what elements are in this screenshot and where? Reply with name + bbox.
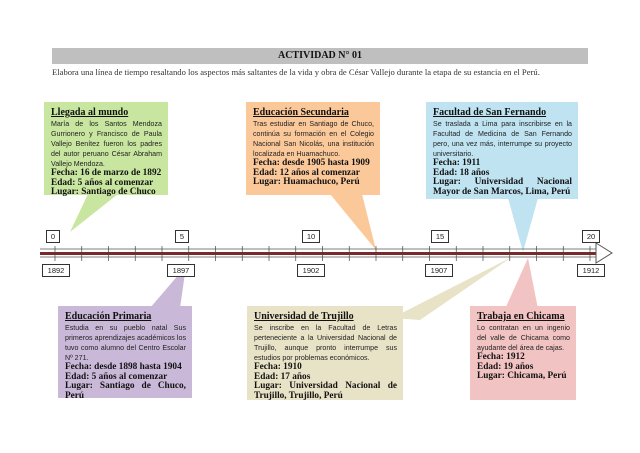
event-age: Edad: 18 años [433, 167, 490, 178]
callout-pointer-llegada [70, 194, 118, 232]
event-box-chicama: Trabaja en Chicama Lo contratan en un in… [470, 306, 576, 400]
event-description: Se inscribe en la Facultad de Letras per… [254, 324, 397, 362]
event-description: Estudia en su pueblo natal Sus primeros … [65, 324, 186, 362]
event-description: Tras estudiar en Santiago de Chuco, cont… [253, 120, 374, 158]
event-box-facultad: Facultad de San Fernando Se traslada a L… [426, 102, 578, 199]
event-box-trujillo: Universidad de Trujillo Se inscribe en l… [247, 306, 403, 401]
event-description: Se traslada a Lima para inscribirse en l… [433, 120, 572, 158]
bottom-tick-1892: 1892 [42, 264, 70, 277]
event-box-primaria: Educación Primaria Estudia en su pueblo … [58, 306, 192, 401]
callout-pointer-secundaria [330, 194, 376, 250]
event-place: Lugar: Huamachuco, Perú [253, 177, 360, 188]
event-age: Edad: 17 años [254, 371, 311, 382]
event-title: Universidad de Trujillo [254, 311, 354, 322]
event-date: Fecha: 1911 [433, 158, 481, 168]
event-date: Fecha: 1912 [477, 352, 525, 362]
timeline-arrowhead [595, 242, 613, 264]
event-box-llegada: Llegada al mundo María de los Santos Men… [44, 102, 168, 198]
event-place: Lugar: Universidad Nacional Mayor de San… [433, 177, 572, 197]
event-title: Facultad de San Fernando [433, 107, 547, 118]
bottom-tick-1897: 1897 [167, 264, 195, 277]
timeline-axis-bar [40, 252, 598, 255]
event-place: Lugar: Santiago de Chuco, Perú [65, 381, 186, 401]
top-tick-20: 20 [582, 230, 600, 243]
event-age: Edad: 19 años [477, 361, 534, 372]
bottom-tick-1907: 1907 [425, 264, 453, 277]
event-description: María de los Santos Mendoza Gurrionero y… [51, 120, 162, 168]
top-tick-15: 15 [431, 230, 449, 243]
bottom-tick-1902: 1902 [297, 264, 325, 277]
event-date: Fecha: 1910 [254, 362, 302, 372]
activity-title: ACTIVIDAD N° 01 [52, 48, 588, 64]
event-title: Educación Primaria [65, 311, 152, 322]
event-age: Edad: 12 años al comenzar [253, 167, 360, 178]
top-tick-5: 5 [175, 230, 189, 243]
event-box-secundaria: Educación Secundaria Tras estudiar en Sa… [246, 102, 380, 195]
event-date: Fecha: desde 1898 hasta 1904 [65, 362, 182, 372]
callout-pointer-trujillo [392, 257, 512, 320]
event-title: Llegada al mundo [51, 107, 129, 118]
event-place: Lugar: Chicama, Perú [477, 371, 567, 382]
event-description: Lo contratan en un ingenio del valle de … [477, 324, 570, 352]
event-title: Trabaja en Chicama [477, 311, 565, 322]
callout-pointer-facultad [508, 198, 538, 252]
callout-pointer-chicama [505, 258, 538, 309]
timeline-minor-ticks [54, 246, 591, 261]
event-date: Fecha: desde 1905 hasta 1909 [253, 158, 370, 168]
top-tick-0: 0 [46, 230, 60, 243]
bottom-tick-1912: 1912 [577, 264, 605, 277]
event-age: Edad: 5 años al comenzar [51, 177, 154, 188]
event-place: Lugar: Santiago de Chuco [51, 187, 156, 198]
instructions-text: Elabora una línea de tiempo resaltando l… [52, 67, 540, 77]
top-tick-10: 10 [302, 230, 320, 243]
event-date: Fecha: 16 de marzo de 1892 [51, 168, 162, 178]
event-place: Lugar: Universidad Nacional de Trujillo,… [254, 381, 397, 401]
event-age: Edad: 5 años al comenzar [65, 371, 168, 382]
event-title: Educación Secundaria [253, 107, 349, 118]
